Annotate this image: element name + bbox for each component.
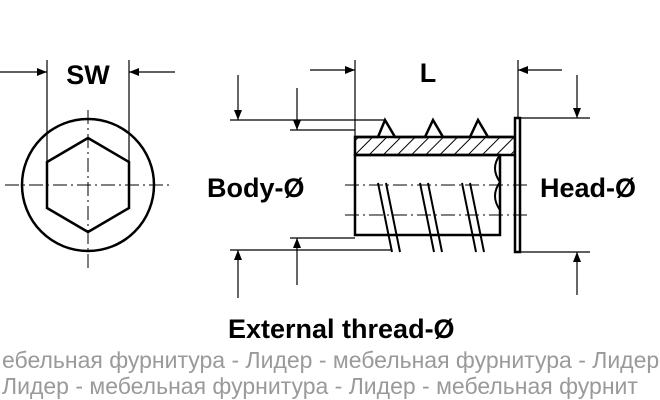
external-thread-label: External thread-Ø	[228, 314, 455, 344]
side-view	[345, 116, 530, 254]
dimension-lines	[230, 60, 590, 298]
insert-body	[353, 153, 502, 237]
watermark-line-2: Лидер - мебельная фурнитура - Лидер - ме…	[2, 373, 638, 399]
thread-lines	[377, 182, 485, 253]
sw-label: SW	[66, 60, 110, 90]
hatched-section	[353, 135, 517, 157]
body-diameter-label: Body-Ø	[207, 173, 305, 203]
length-label: L	[420, 58, 437, 88]
end-view	[0, 60, 175, 272]
head-diameter-label: Head-Ø	[540, 173, 636, 203]
watermark-line-1: ебельная фурнитура - Лидер - мебельная ф…	[2, 347, 660, 373]
